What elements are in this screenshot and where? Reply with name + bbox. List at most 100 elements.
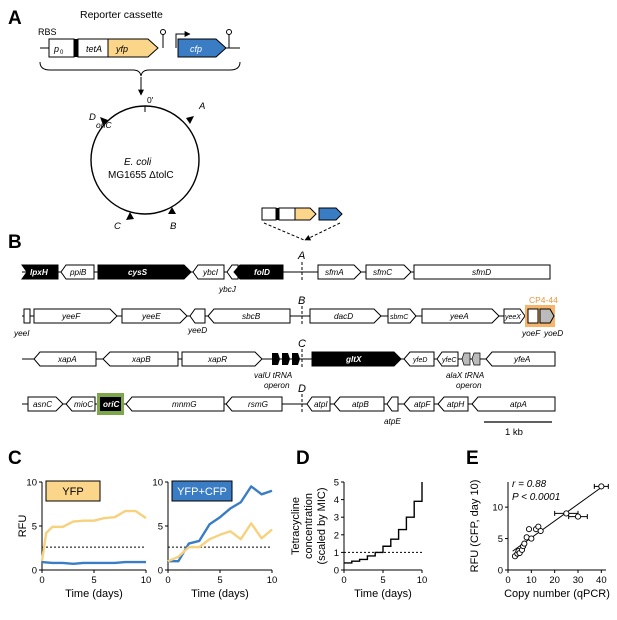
y-axis-label: RFU (CFP, day 10) <box>469 480 481 573</box>
gene-ppiB <box>60 264 95 280</box>
site-d-label: D <box>89 112 96 123</box>
x-tick-label: 10 <box>417 575 428 586</box>
site-a-label: A <box>198 101 205 112</box>
svg-text:atpF: atpF <box>414 400 431 409</box>
svg-text:ppiB: ppiB <box>69 268 87 277</box>
gene-sfmC <box>365 264 412 280</box>
y-tick-label: 5 <box>32 522 37 533</box>
svg-text:yeeA: yeeA <box>449 312 469 321</box>
panel-label-c: C <box>8 448 22 469</box>
gene-ybcI <box>192 264 225 280</box>
y-tick-label: 1 <box>334 548 339 559</box>
site-b-marker <box>168 207 176 214</box>
series-line-1 <box>41 560 146 566</box>
gene-rsmG <box>225 396 283 412</box>
svg-text:valU tRNA: valU tRNA <box>254 371 293 380</box>
gene-yeeX <box>503 308 526 324</box>
gene-ybcJ <box>226 264 239 280</box>
y-tick-label: 2 <box>334 530 339 541</box>
svg-text:xapA: xapA <box>57 355 77 364</box>
svg-text:atpB: atpB <box>352 400 369 409</box>
gene-yeeD <box>189 308 206 324</box>
y-tick-label: 10 <box>152 478 163 489</box>
data-point <box>563 510 570 517</box>
gene-sfmD <box>413 264 551 280</box>
p0-sub: 0 <box>60 50 64 56</box>
row-d-site: D <box>298 383 306 395</box>
gene-lpxH <box>21 264 59 280</box>
data-point <box>537 527 544 535</box>
oriC-label: oriC <box>96 120 112 130</box>
data-point <box>525 526 533 533</box>
valU-tRNA-operon <box>272 353 300 365</box>
svg-text:yfeC: yfeC <box>441 357 457 364</box>
oriC-region <box>100 397 121 411</box>
yfp-gene <box>107 38 159 58</box>
y-tick-label: 0 <box>158 566 163 577</box>
svg-text:yfeD: yfeD <box>412 357 427 364</box>
x-axis-label: Time (days) <box>65 588 123 600</box>
yfp-label: yfp <box>115 44 128 54</box>
x-tick-label: 0 <box>505 575 510 586</box>
gene-atpB <box>333 396 385 412</box>
gene-yfeD <box>403 351 435 367</box>
row-b-site: B <box>298 295 305 307</box>
svg-text:alaX tRNA: alaX tRNA <box>446 371 485 380</box>
data-point <box>528 535 535 542</box>
svg-text:sfmC: sfmC <box>373 268 392 277</box>
mini-cassette <box>261 207 343 241</box>
x-tick-label: 0 <box>165 575 170 586</box>
cfp-promoter <box>175 31 191 48</box>
y-tick-label: 0 <box>32 566 37 577</box>
locus-row-d: D asnC mioC oriC mnmG rsmG atpI atpB atp… <box>22 383 556 426</box>
gene-mioC <box>65 396 96 412</box>
data-point <box>598 483 605 490</box>
x-tick-label: 30 <box>573 575 584 586</box>
cassette-brace <box>39 61 241 77</box>
svg-text:mnmG: mnmG <box>172 400 197 409</box>
gene-atpE <box>386 396 399 412</box>
x-tick-label: 5 <box>380 575 385 586</box>
panel-label-b: B <box>8 232 22 253</box>
gene-xapA <box>33 351 97 367</box>
tetA-label: tetA <box>86 44 102 54</box>
svg-text:yeeF: yeeF <box>61 312 81 321</box>
svg-text:atpE: atpE <box>384 417 401 426</box>
y-tick-label: 5 <box>334 478 339 489</box>
svg-text:atpH: atpH <box>447 400 464 409</box>
y-axis-label: Tetracycline <box>290 497 302 555</box>
svg-text:dacD: dacD <box>334 312 353 321</box>
gene-xapB <box>102 351 179 367</box>
svg-text:rsmG: rsmG <box>248 400 269 409</box>
row-c-site: C <box>298 338 306 350</box>
site-c-label: C <box>114 221 121 232</box>
gene-cysS <box>97 264 192 280</box>
x-tick-label: 10 <box>141 575 152 586</box>
x-tick-label: 5 <box>91 575 96 586</box>
svg-text:xapB: xapB <box>131 355 151 364</box>
locus-row-a: A lpxH ppiB cysS ybcI ybcJ folD sfmA sfm… <box>21 250 551 294</box>
y-axis-label: concentration <box>303 493 315 559</box>
y-tick-label: 3 <box>334 513 339 524</box>
y-tick-label: 0 <box>498 566 503 577</box>
series-line-0 <box>40 509 147 562</box>
gene-sbmC <box>387 308 417 324</box>
x-tick-label: 10 <box>526 575 537 586</box>
x-tick-label: 0 <box>39 575 44 586</box>
svg-text:mioC: mioC <box>74 400 93 409</box>
cfp-gene <box>177 38 227 58</box>
gene-atpA <box>471 396 556 412</box>
y-tick-label: 10 <box>26 478 37 489</box>
gene-yoeD: yoeD <box>543 329 563 338</box>
svg-text:atpA: atpA <box>510 400 527 409</box>
gene-sfmA <box>317 264 362 280</box>
alaX-tRNA-operon <box>461 352 481 366</box>
legend-box <box>171 480 233 502</box>
gene-dacD <box>309 308 382 324</box>
svg-text:sfmD: sfmD <box>472 268 491 277</box>
zero-label: 0' <box>147 95 154 105</box>
